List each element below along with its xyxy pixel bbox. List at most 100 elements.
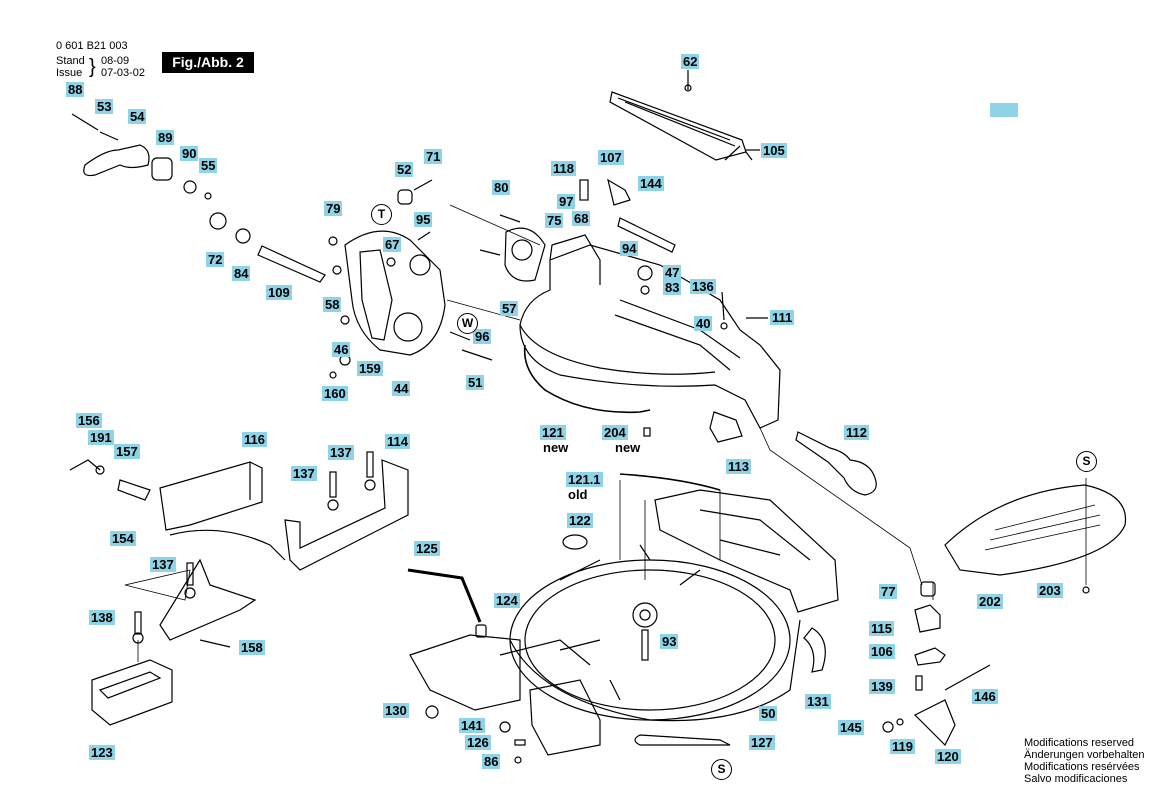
modification-notes: Modifications reserved Änderungen vorbeh… (1024, 737, 1144, 785)
part-number-label: 40 (694, 316, 713, 331)
part-number-label: 136 (690, 279, 716, 294)
part-number-label: 62 (681, 54, 700, 69)
part-number-label: 191 (88, 430, 114, 445)
handle-54 (83, 144, 150, 177)
part-number-label: 107 (598, 150, 624, 165)
part-number-label: 58 (323, 297, 342, 312)
part-number-label: 106 (869, 644, 895, 659)
part-number-label: 89 (156, 130, 175, 145)
part-number-label: 57 (500, 301, 519, 316)
part-number-label: 121.1 (566, 472, 603, 487)
part-number-label: 97 (557, 194, 576, 209)
part-number-label: 80 (492, 180, 511, 195)
reference-marker: S (1076, 451, 1097, 472)
part-number-label: 124 (494, 593, 520, 608)
part-number-label: 68 (572, 211, 591, 226)
stand-label: Stand (56, 55, 85, 67)
part-number-label: 112 (844, 425, 869, 440)
document-number: 0 601 B21 003 (56, 40, 128, 52)
part-number-label: 127 (749, 735, 775, 750)
part-number-label: 109 (266, 285, 292, 300)
part-number-label: 157 (114, 444, 140, 459)
bevel-bracket-44 (344, 230, 446, 356)
part-number-label: 145 (838, 720, 864, 735)
stand-value: 08-09 (101, 55, 130, 67)
part-number-label: 94 (620, 241, 639, 256)
part-number-label: 75 (545, 213, 564, 228)
part-number-label: 156 (76, 413, 102, 428)
part-number-label: 202 (977, 594, 1003, 609)
part-number-label: 55 (199, 158, 218, 173)
part-number-label: 144 (638, 176, 664, 191)
issue-value: 07-03-02 (101, 67, 146, 79)
part-number-label: 95 (414, 212, 433, 227)
part-number-label: 137 (150, 557, 176, 572)
part-sub-label: old (568, 487, 588, 502)
part-number-label: 90 (180, 146, 199, 161)
part-number-label: 105 (761, 143, 787, 158)
part-number-label: 96 (473, 329, 492, 344)
base-front (529, 679, 601, 756)
page-tab-marker (990, 103, 1018, 117)
part-number-label: 204 (602, 425, 628, 440)
brace-glyph: } (89, 56, 96, 78)
part-number-label: 118 (551, 161, 576, 176)
figure-label: Fig./Abb. 2 (162, 52, 254, 73)
part-number-label: 158 (239, 640, 265, 655)
note-de: Änderungen vorbehalten (1024, 749, 1145, 761)
part-number-label: 130 (383, 703, 409, 718)
part-number-label: 51 (466, 375, 485, 390)
part-number-label: 77 (879, 584, 898, 599)
part-number-label: 71 (424, 149, 443, 164)
bracket-123 (91, 659, 173, 726)
reference-marker: T (371, 204, 392, 225)
part-number-label: 126 (465, 735, 491, 750)
guard-116 (159, 461, 263, 531)
part-number-label: 111 (770, 310, 795, 325)
bolt-94 (617, 217, 676, 253)
base-rear (654, 489, 839, 613)
part-number-label: 141 (459, 718, 485, 733)
part-number-label: 72 (206, 252, 225, 267)
part-number-label: 160 (322, 386, 348, 401)
part-number-label: 113 (726, 459, 751, 474)
shaft-109 (257, 245, 326, 283)
part-number-label: 67 (383, 237, 402, 252)
part-number-label: 93 (660, 634, 679, 649)
part-number-label: 120 (935, 749, 961, 764)
note-en: Modifications reserved (1024, 737, 1135, 749)
part-number-label: 50 (759, 706, 778, 721)
part-number-label: 79 (324, 201, 343, 216)
part-number-label: 116 (242, 432, 267, 447)
part-number-label: 84 (232, 266, 251, 281)
part-number-label: 159 (357, 361, 383, 376)
part-number-label: 44 (392, 381, 411, 396)
part-number-label: 119 (890, 739, 915, 754)
part-113 (709, 411, 743, 443)
part-number-label: 53 (95, 99, 114, 114)
issue-label: Issue (56, 67, 83, 79)
note-fr: Modifications resérvées (1024, 761, 1140, 773)
part-number-label: 154 (110, 531, 136, 546)
part-number-label: 125 (414, 541, 440, 556)
note-es: Salvo modificaciones (1024, 773, 1128, 785)
fence-base (159, 529, 286, 641)
part-number-label: 83 (663, 280, 682, 295)
part-number-label: 47 (663, 265, 682, 280)
part-sub-label: new (543, 440, 569, 455)
part-number-label: 139 (869, 679, 895, 694)
arm-111 (519, 244, 781, 429)
part-number-label: 114 (385, 434, 410, 449)
turntable (509, 559, 791, 721)
part-number-label: 146 (972, 689, 998, 704)
base-left (409, 634, 521, 711)
part-number-label: 123 (89, 745, 115, 760)
part-number-label: 86 (482, 754, 501, 769)
part-number-label: 138 (89, 610, 115, 625)
part-number-label: 203 (1037, 583, 1063, 598)
part-number-label: 88 (66, 82, 85, 97)
part-sub-label: new (615, 440, 641, 455)
part-number-label: 52 (395, 162, 414, 177)
part-number-label: 121 (540, 425, 566, 440)
